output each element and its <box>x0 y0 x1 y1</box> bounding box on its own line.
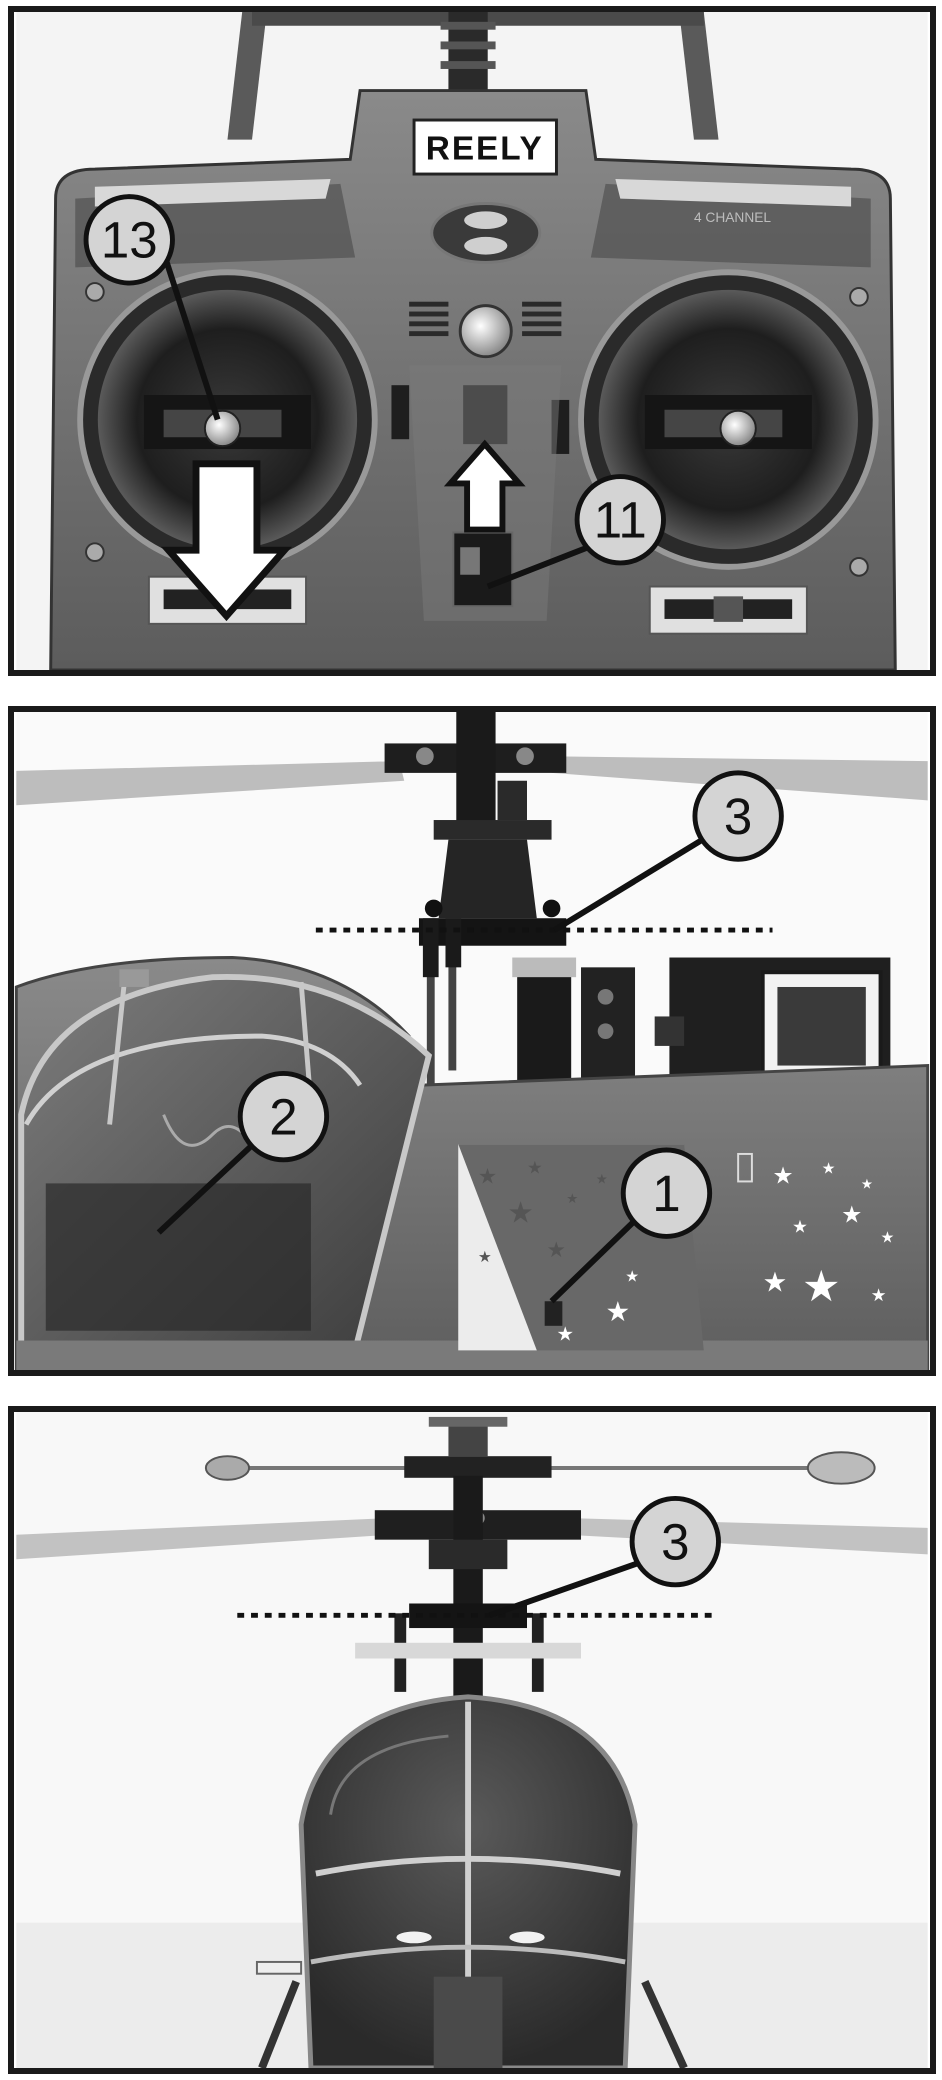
svg-text:★: ★ <box>507 1197 533 1230</box>
right-stripe-text: 4 CHANNEL <box>694 210 771 225</box>
svg-text:★: ★ <box>566 1191 578 1206</box>
right-stick-knob <box>719 409 757 448</box>
down-arrow-icon <box>160 460 293 622</box>
svg-text:★: ★ <box>556 1324 574 1346</box>
svg-text:★: ★ <box>871 1285 887 1305</box>
flybar <box>204 1451 876 1485</box>
left-stick-gimbal <box>77 269 378 570</box>
svg-text:★: ★ <box>822 1161 836 1178</box>
svg-text:★: ★ <box>625 1269 639 1286</box>
logo-text: REELY <box>426 130 544 167</box>
helicopter-front-illustration: 3 <box>16 1412 928 2068</box>
callout-2-label: 2 <box>269 1088 297 1145</box>
panel-helicopter-side: ★ ★ ★ ★ ★ ★ ★ ★ ★ ★ ★ ★ ★ ★ ★ ★ ★ ★ ★ 3 … <box>8 706 936 1376</box>
panel-helicopter-front: 3 <box>8 1406 936 2074</box>
panel-transmitter: 4 CHANNEL REELY <box>8 6 936 676</box>
callout-11: 11 <box>486 474 666 590</box>
tail-stars: ★ ★ ★ ★ ★ ★ ★ ★ ★ <box>763 1161 895 1312</box>
up-arrow-icon <box>443 439 526 533</box>
svg-text:★: ★ <box>478 1249 492 1266</box>
svg-text:★: ★ <box>802 1263 841 1311</box>
callout-3-front: 3 <box>488 1495 721 1619</box>
svg-text:★: ★ <box>841 1202 862 1228</box>
svg-text:★: ★ <box>763 1266 788 1297</box>
right-stick-gimbal <box>578 269 879 570</box>
svg-text:★: ★ <box>773 1162 794 1188</box>
callout-3-label: 3 <box>724 788 752 845</box>
svg-text:★: ★ <box>792 1217 808 1237</box>
svg-text:★: ★ <box>861 1176 873 1191</box>
callout-3-front-label: 3 <box>661 1513 689 1570</box>
svg-text:★: ★ <box>478 1163 497 1188</box>
switch-button <box>544 1301 563 1326</box>
rotor-head <box>384 712 567 946</box>
transmitter-illustration: 4 CHANNEL REELY <box>16 12 928 670</box>
fuselage-front <box>298 1694 638 2068</box>
svg-text:★: ★ <box>606 1296 631 1327</box>
callout-1: 1 <box>549 1147 713 1304</box>
brand-logo: REELY <box>412 118 558 176</box>
callout-13: 13 <box>83 194 221 421</box>
svg-text:★: ★ <box>881 1229 895 1246</box>
svg-text:★: ★ <box>596 1171 608 1186</box>
svg-text:★: ★ <box>547 1237 566 1262</box>
callout-3: 3 <box>552 770 784 933</box>
callout-2: 2 <box>156 1070 330 1235</box>
callout-13-label: 13 <box>101 212 158 269</box>
helicopter-side-illustration: ★ ★ ★ ★ ★ ★ ★ ★ ★ ★ ★ ★ ★ ★ ★ ★ ★ ★ ★ 3 … <box>14 712 930 1370</box>
antenna <box>440 12 496 101</box>
callout-1-label: 1 <box>652 1165 680 1222</box>
right-trim-switch <box>648 585 808 635</box>
callout-11-label: 11 <box>594 491 647 548</box>
svg-text:★: ★ <box>527 1158 543 1178</box>
left-stick-knob <box>203 409 242 448</box>
